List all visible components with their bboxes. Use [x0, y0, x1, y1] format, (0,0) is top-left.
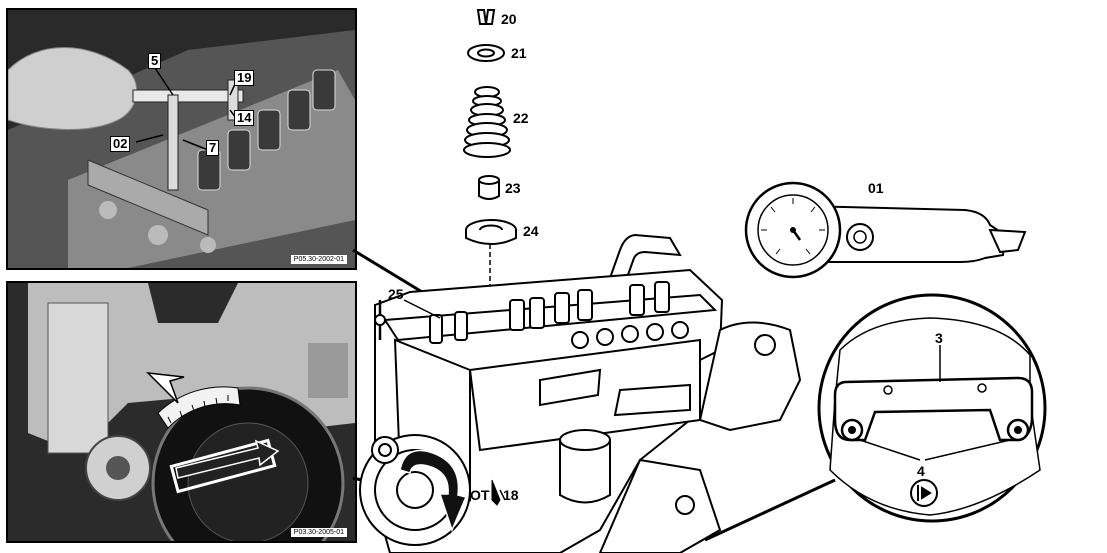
callout-3: 3: [935, 330, 943, 346]
callout-21: 21: [511, 45, 527, 61]
label-5: 5: [148, 53, 162, 69]
callout-25: 25: [388, 286, 404, 302]
upper-photo: 5 19 14 02 7 P05.30-2002-01: [6, 8, 357, 270]
lower-photo-id: P03.30-2005-01: [290, 528, 347, 537]
callout-01: 01: [868, 180, 884, 196]
engine-hanger-bracket: [833, 376, 1034, 442]
spring-retainer-icon: [467, 44, 505, 62]
label-14: 14: [234, 110, 255, 126]
valve-cotters-icon: [476, 9, 496, 25]
callout-24: 24: [523, 223, 539, 239]
callout-4: 4: [917, 463, 925, 479]
label-02: 02: [110, 136, 131, 152]
tdc-mark-icon: [491, 479, 501, 506]
callout-20: 20: [501, 11, 517, 27]
upper-photo-image: [8, 10, 355, 268]
valve-spring-icon: [463, 86, 511, 158]
detail-circle: [817, 293, 1047, 523]
label-7: 7: [206, 140, 220, 156]
callout-18: 18: [503, 487, 519, 503]
label-19: 19: [234, 70, 255, 86]
callout-ot: OT: [470, 487, 490, 503]
callout-22: 22: [513, 110, 529, 126]
upper-photo-id: P05.30-2002-01: [290, 255, 347, 264]
lower-photo-image: [8, 283, 355, 541]
callout-leaders: [403, 299, 506, 501]
valve-stem-seal-icon: [478, 175, 500, 200]
lower-photo: P03.30-2005-01: [6, 281, 357, 543]
spring-seat-icon: [465, 219, 517, 245]
callout-23: 23: [505, 180, 521, 196]
rotation-arrow-icon: [399, 449, 468, 533]
connector-detail: [704, 478, 836, 542]
